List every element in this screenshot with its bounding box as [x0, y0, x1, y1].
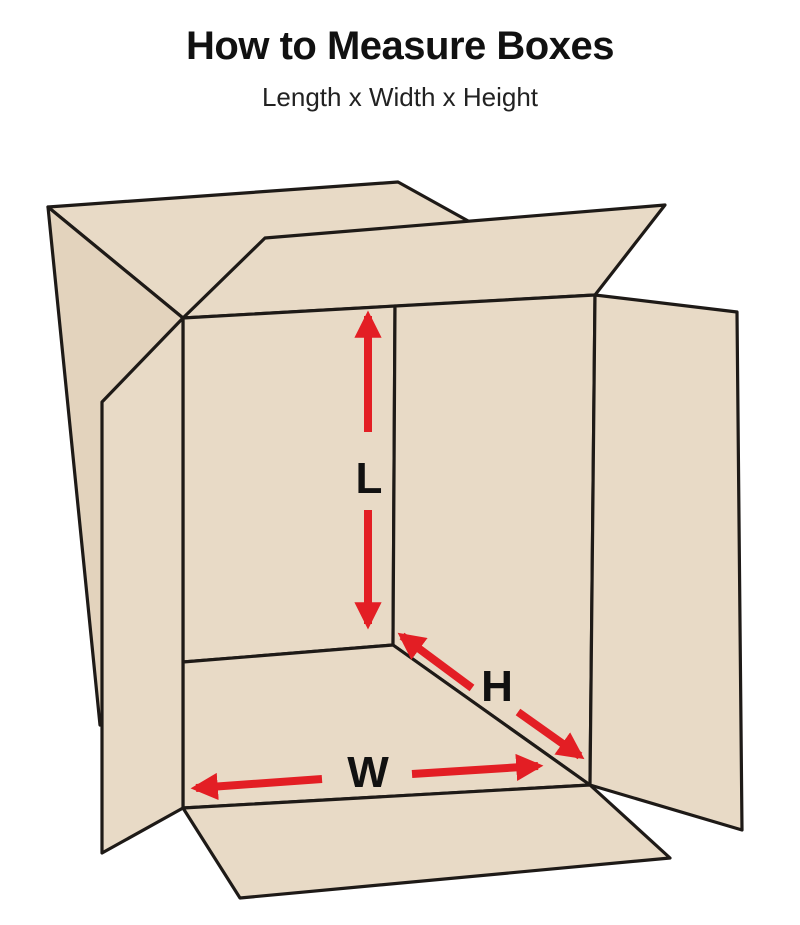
width-arrow-right: [411, 753, 544, 781]
bottom-front-flap: [181, 783, 672, 900]
page-subtitle: Length x Width x Height: [261, 82, 539, 112]
width-label: W: [347, 748, 389, 797]
height-arrow-upper: [397, 632, 475, 692]
right-side-flap: [588, 293, 744, 832]
height-arrow-lower: [515, 708, 585, 760]
page-title: How to Measure Boxes: [186, 24, 614, 68]
width-arrow-left: [190, 772, 323, 801]
length-label: L: [356, 454, 383, 503]
height-label: H: [481, 662, 513, 711]
left-front-flap: [100, 316, 185, 855]
